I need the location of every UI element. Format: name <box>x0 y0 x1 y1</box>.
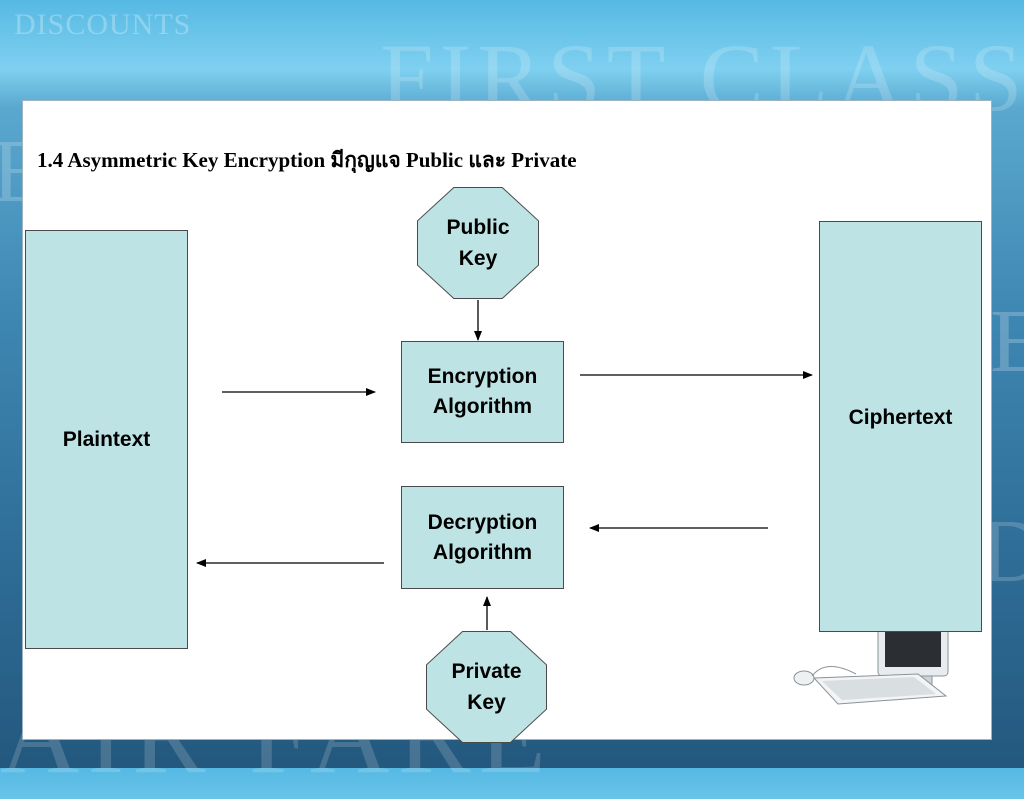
public-key-label-line1: Public <box>446 216 510 239</box>
watermark-fragment-right: E <box>990 292 1024 391</box>
public-key-octagon: Public Key <box>417 187 539 299</box>
plaintext-box: Plaintext <box>25 230 188 649</box>
private-key-label-line1: Private <box>451 660 522 683</box>
public-key-label-line2: Key <box>458 247 498 270</box>
plaintext-label: Plaintext <box>62 427 151 451</box>
decryption-label-line1: Decryption <box>427 510 538 534</box>
watermark-discounts: DISCOUNTS <box>14 8 192 41</box>
encryption-algorithm-box: Encryption Algorithm <box>401 341 564 443</box>
computer-icon <box>793 623 949 705</box>
encryption-label-line2: Algorithm <box>432 395 533 418</box>
private-key-octagon: Private Key <box>426 631 547 743</box>
ciphertext-label: Ciphertext <box>848 405 953 429</box>
encryption-label-line1: Encryption <box>427 365 538 388</box>
ciphertext-box: Ciphertext <box>819 221 982 632</box>
private-key-label-line2: Key <box>467 691 506 714</box>
slide-title: 1.4 Asymmetric Key Encryption มีกุญแจ Pu… <box>37 148 577 172</box>
decryption-label-line2: Algorithm <box>432 540 533 564</box>
decryption-algorithm-box: Decryption Algorithm <box>401 486 564 589</box>
